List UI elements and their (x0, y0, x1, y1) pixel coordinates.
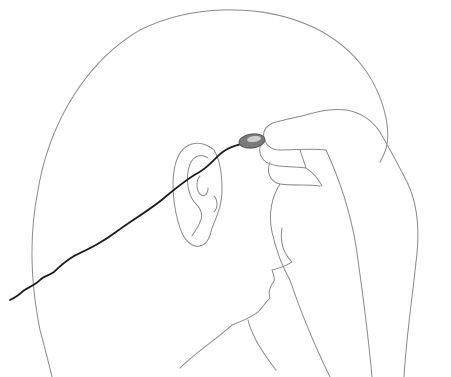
wrist-outline (290, 280, 330, 377)
neck-outline (40, 330, 52, 377)
face-profile (232, 228, 292, 325)
index-finger-outline (264, 122, 326, 150)
thumb-outline (270, 184, 290, 280)
front-neck-outline (248, 320, 276, 370)
palm-lower-outline (326, 150, 372, 377)
ear-tragus (214, 196, 217, 212)
ear-concha (197, 176, 208, 196)
knuckle-crease (306, 168, 322, 186)
finger-crease (300, 150, 306, 168)
middle-finger-outline (260, 138, 306, 168)
device-cable (10, 144, 242, 300)
jaw-neck-outline (180, 325, 232, 368)
